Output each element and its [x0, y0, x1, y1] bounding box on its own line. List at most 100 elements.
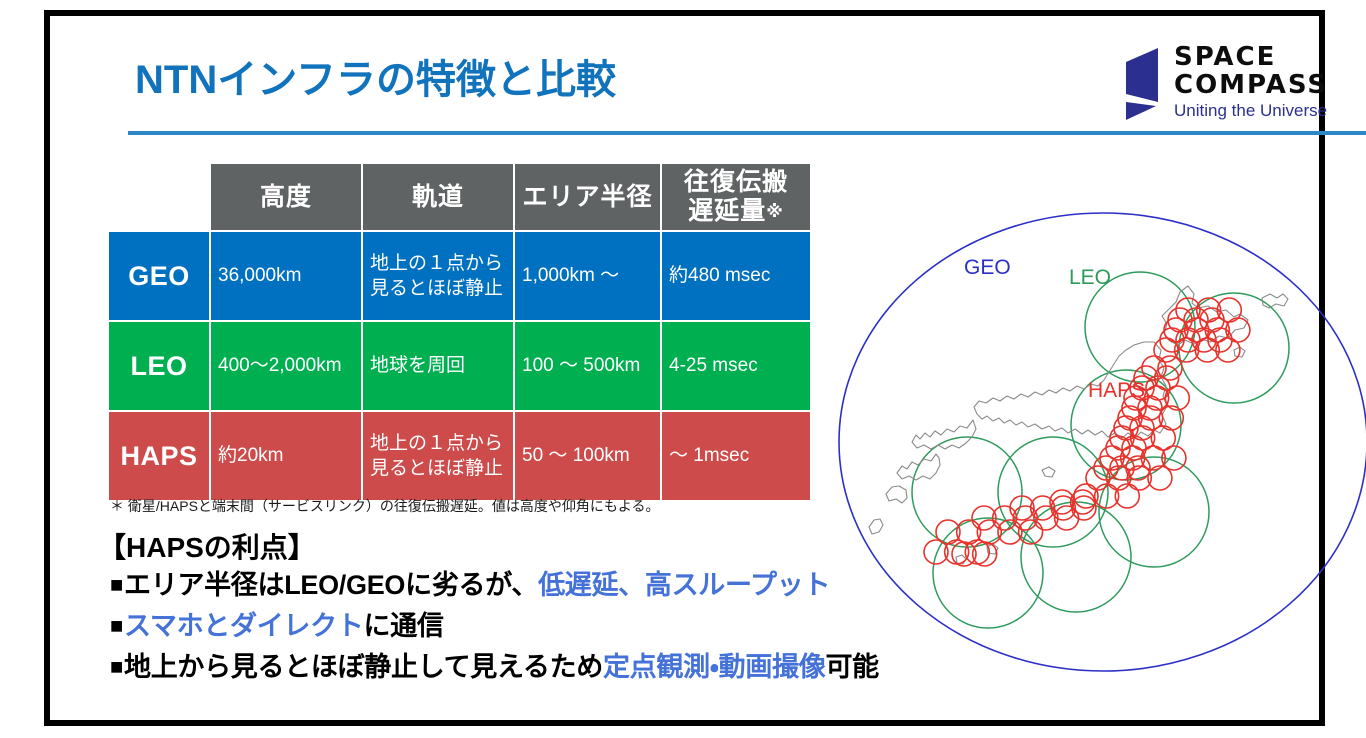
haps-cell-circle [1183, 317, 1210, 343]
haps-cell-circle [1109, 455, 1135, 481]
haps-cell-circle [1121, 435, 1147, 461]
slide-frame: NTNインフラの特徴と比較 SPACE COMPASS Uniting the … [44, 10, 1366, 726]
haps-cell-circle [1161, 445, 1187, 471]
haps-cell-circle [1017, 519, 1044, 545]
haps-cell-circle [1175, 327, 1201, 353]
space-compass-logo: SPACE COMPASS Uniting the Universe [1116, 42, 1366, 126]
table-row: HAPS 約20km 地上の１点から 見るとほぼ静止 50 ～ 100km ～ … [109, 412, 810, 500]
benefit-1-part-2: 低遅延、高スループット [538, 570, 831, 600]
benefit-1-part-1: エリア半径はLEO/GEOに劣るが、 [124, 570, 539, 600]
cell-haps-area-radius: 50 ～ 100km [515, 412, 660, 500]
cell-leo-altitude: 400～2,000km [211, 322, 361, 410]
cell-leo-rtt-delay: 4-25 msec [662, 322, 810, 410]
haps-cell-circle [1129, 425, 1156, 451]
leo-coverage-circles [911, 271, 1290, 629]
rtt-header-line-2: 遅延量 [688, 197, 767, 225]
haps-cell-circle [951, 541, 977, 567]
leo-coverage-circle [997, 436, 1109, 548]
coverage-diagram-svg: GEO LEO HAPS [838, 212, 1366, 672]
page-title: NTNインフラの特徴と比較 [135, 58, 617, 102]
rtt-header-line-1: 往復伝搬 [683, 168, 788, 197]
leo-coverage-circle [1084, 271, 1196, 383]
haps-cell-circle [971, 541, 998, 567]
haps-cell-circle [1073, 483, 1099, 509]
cell-haps-orbit-line-2: 見るとほぼ静止 [370, 458, 504, 479]
haps-cell-circle [1085, 465, 1111, 491]
haps-cell-circle [1114, 483, 1141, 509]
benefit-3-part-3: 可能 [825, 652, 879, 683]
haps-cell-circle [991, 505, 1018, 531]
haps-cell-circle [1147, 465, 1173, 491]
benefit-3-part-2: 定点観測・動画撮像 [602, 652, 826, 683]
coverage-diagram: GEO LEO HAPS [836, 202, 1366, 682]
logo-tagline: Uniting the Universe [1174, 101, 1328, 121]
haps-cell-circle [1207, 327, 1233, 353]
title-divider [128, 131, 1366, 135]
compass-mark-icon [1126, 48, 1158, 120]
haps-cell-circle [1093, 455, 1119, 481]
cell-geo-altitude: 36,000km [211, 232, 361, 320]
column-header-area-radius: エリア半径 [515, 164, 660, 230]
haps-cell-circles [923, 297, 1251, 567]
benefit-item-2: ■スマホとダイレクトに通信 [98, 606, 998, 647]
ntn-comparison-table: 高度 軌道 エリア半径 往復伝搬 遅延量※ GEO 36,000km 地上の１点… [107, 162, 812, 502]
table-header-row: 高度 軌道 エリア半径 往復伝搬 遅延量※ [109, 164, 810, 230]
table-footnote: ＊ 衛星/HAPSと端末間（サービスリンク）の往復伝搬遅延。値は高度や仰角にもよ… [110, 498, 660, 514]
bullet-icon: ■ [110, 572, 123, 597]
haps-cell-circle [1093, 483, 1120, 509]
haps-cell-circle [1105, 435, 1131, 461]
geo-coverage-ellipse [838, 212, 1366, 672]
haps-cell-circle [976, 519, 1003, 545]
benefit-3-part-1: 地上から見るとほぼ静止して見えるため [124, 652, 603, 683]
bullet-icon: ■ [110, 613, 123, 639]
benefit-item-3: ■地上から見るとほぼ静止して見えるため定点観測・動画撮像可能 [98, 647, 998, 688]
benefit-2-part-2: に通信 [363, 611, 444, 642]
cell-haps-altitude: 約20km [211, 412, 361, 500]
diagram-label-leo: LEO [1069, 266, 1111, 289]
haps-cell-circle [1157, 355, 1183, 381]
column-header-orbit: 軌道 [363, 164, 513, 230]
haps-cell-circle [1215, 337, 1241, 363]
cell-haps-orbit-line-1: 地上の１点から [370, 432, 504, 454]
leo-coverage-circle [1098, 456, 1210, 568]
benefits-heading: 【HAPSの利点】 [98, 532, 316, 563]
row-label-haps: HAPS [109, 412, 209, 500]
cell-geo-area-radius: 1,000km ～ [515, 232, 660, 320]
logo-line-1: SPACE [1174, 42, 1277, 72]
table-row: GEO 36,000km 地上の１点から 見るとほぼ静止 1,000km ～ 約… [109, 232, 810, 320]
leo-coverage-circle [932, 517, 1044, 629]
haps-cell-circle [1125, 455, 1151, 481]
cell-geo-orbit: 地上の１点から 見るとほぼ静止 [363, 232, 513, 320]
benefit-item-1: ■エリア半径はLEO/GEOに劣るが、低遅延、高スループット [98, 565, 998, 606]
cell-leo-area-radius: 100 ～ 500km [515, 322, 660, 410]
haps-cell-circle [1141, 355, 1167, 381]
benefit-2-part-1: スマホとダイレクト [124, 611, 364, 642]
haps-cell-circle [1191, 327, 1217, 353]
haps-cell-circle [971, 505, 997, 531]
column-header-rtt-delay: 往復伝搬 遅延量※ [662, 164, 810, 230]
cell-leo-orbit: 地球を周回 [363, 322, 513, 410]
column-header-altitude: 高度 [211, 164, 361, 230]
haps-cell-circle [1150, 425, 1177, 451]
haps-benefits-block: 【HAPSの利点】 ■エリア半径はLEO/GEOに劣るが、低遅延、高スループット… [98, 530, 998, 688]
cell-leo-orbit-line-1: 地球を周回 [370, 355, 466, 377]
haps-cell-circle [1053, 505, 1080, 531]
row-label-geo: GEO [109, 232, 209, 320]
haps-cell-circle [1012, 505, 1039, 531]
bullet-icon: ■ [110, 654, 123, 680]
table-corner-cell [109, 164, 209, 230]
diagram-label-haps: HAPS [1088, 379, 1145, 402]
diagram-label-geo: GEO [964, 256, 1011, 279]
cell-geo-rtt-delay: 約480 msec [662, 232, 810, 320]
cell-geo-orbit-line-2: 見るとほぼ静止 [370, 278, 504, 299]
table-row: LEO 400～2,000km 地球を周回 100 ～ 500km 4-25 m… [109, 322, 810, 410]
haps-cell-circle [997, 519, 1023, 545]
logo-line-2: COMPASS [1174, 69, 1329, 100]
diagram-label-group: GEO LEO HAPS [964, 256, 1145, 402]
haps-cell-circle [1033, 505, 1059, 531]
cell-haps-orbit: 地上の１点から 見るとほぼ静止 [363, 412, 513, 500]
footnote-mark: ※ [766, 202, 784, 221]
logo-wordmark: SPACE COMPASS Uniting the Universe [1174, 42, 1366, 121]
cell-geo-orbit-line-1: 地上の１点から [370, 252, 504, 274]
